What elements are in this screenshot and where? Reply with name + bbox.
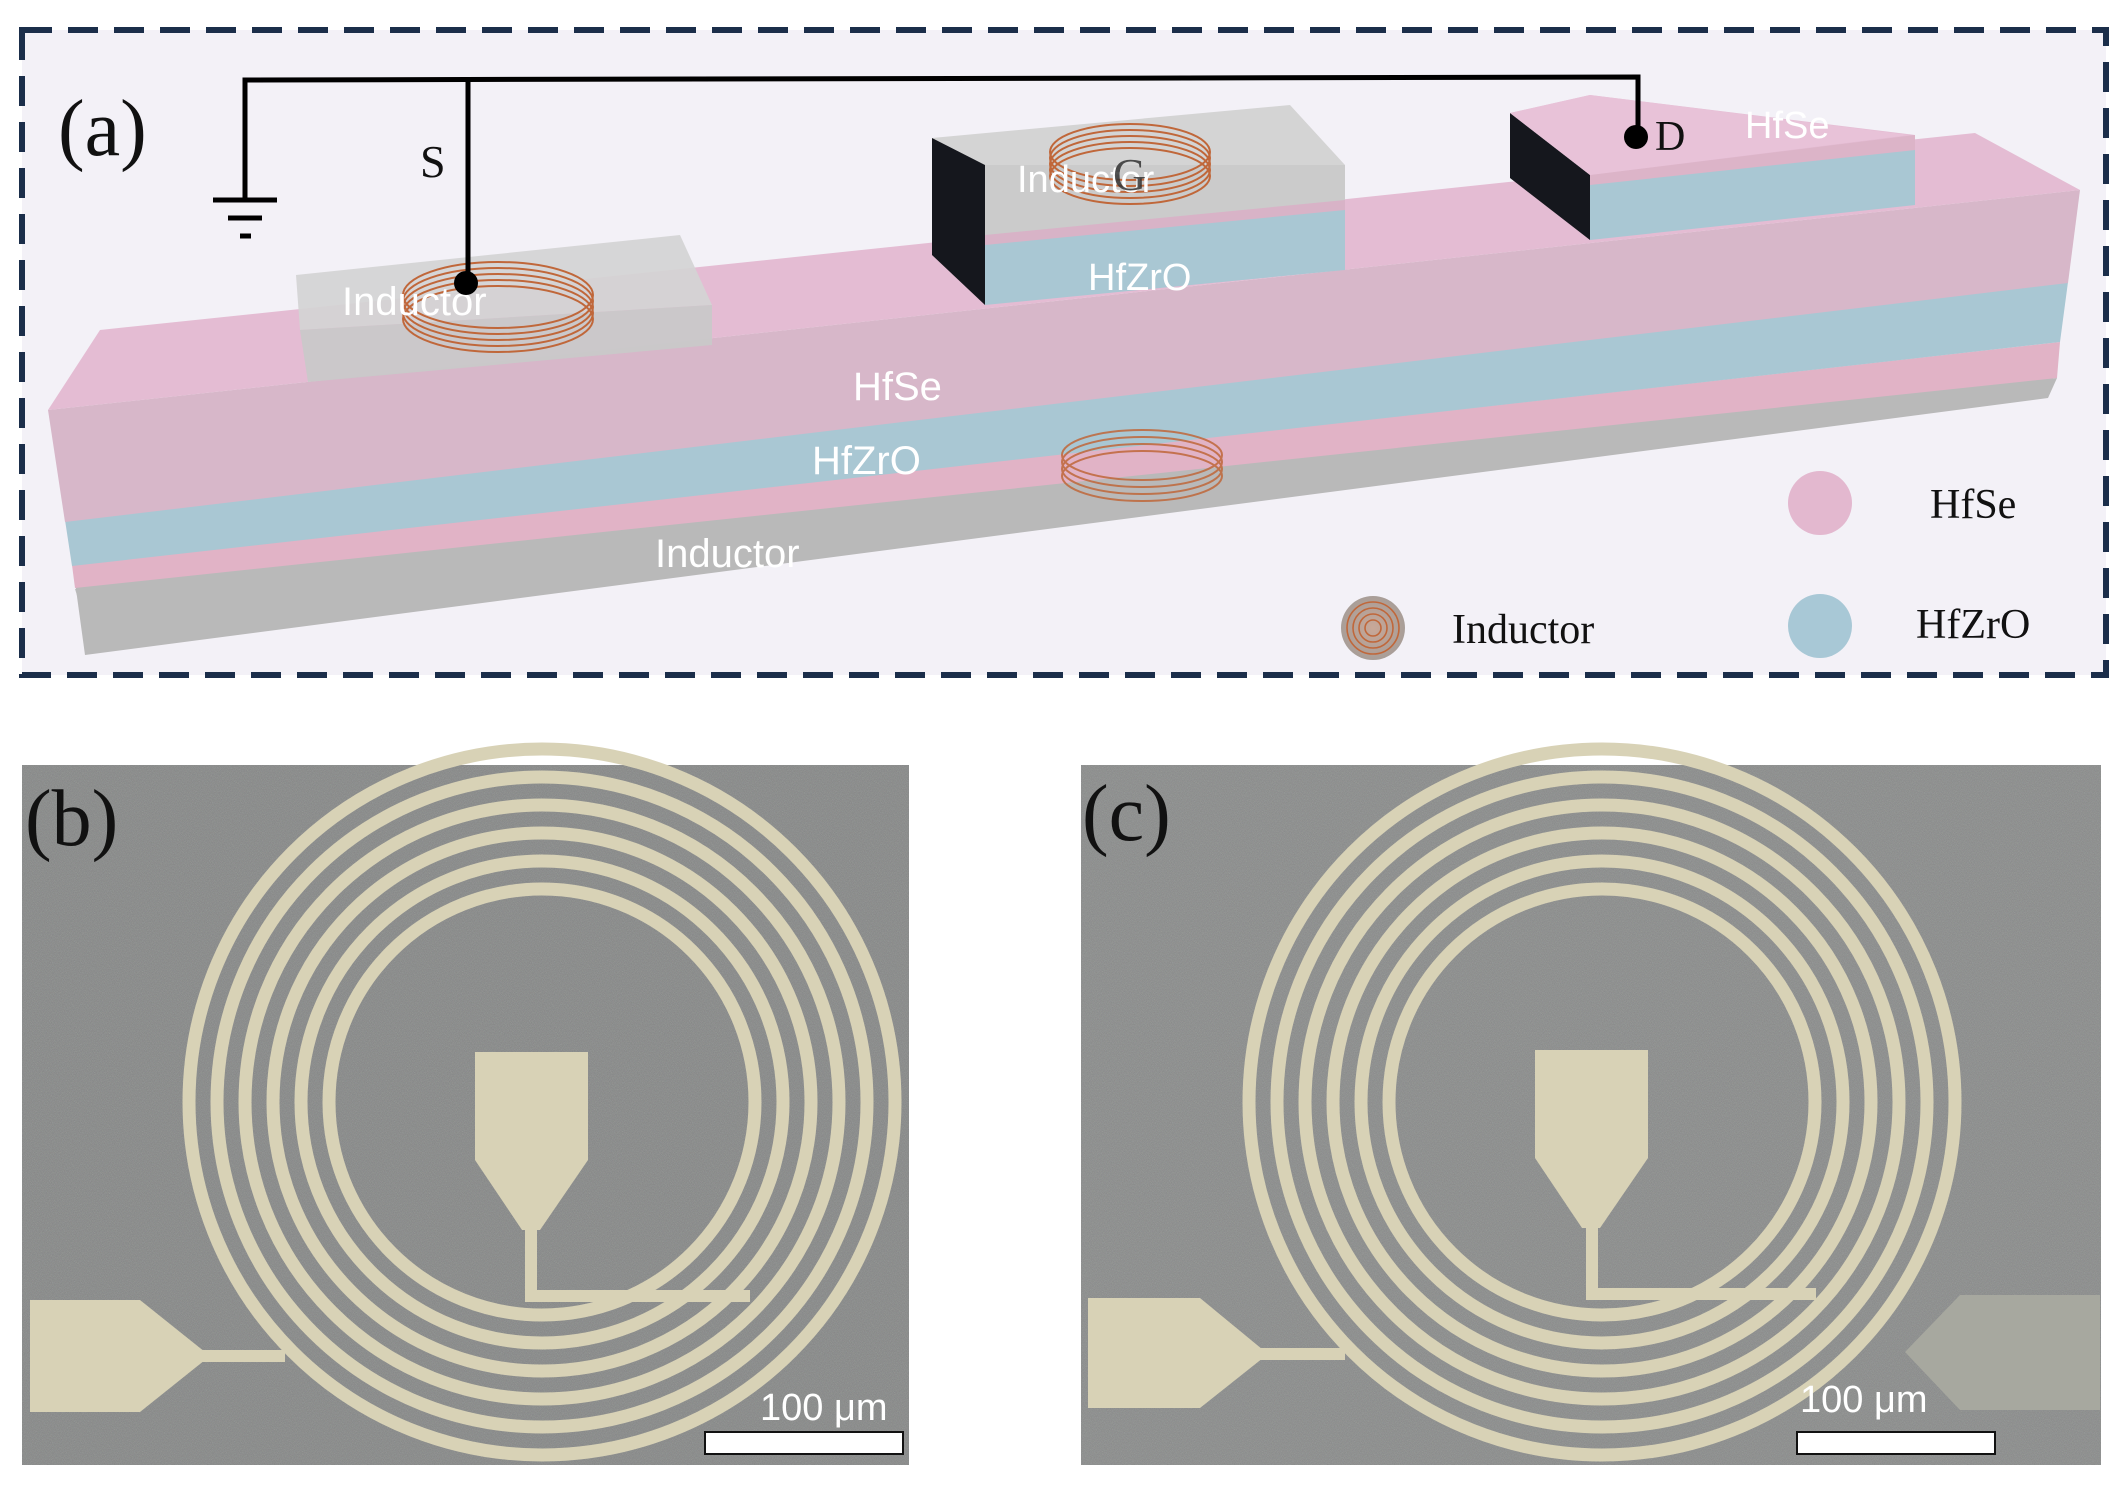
gate-side-black	[932, 138, 985, 305]
panel-c-left-pad	[1088, 1298, 1268, 1408]
legend-hfzro-swatch	[1788, 594, 1852, 658]
drain-step-hfzro	[1590, 150, 1915, 240]
source-block-top	[296, 235, 712, 330]
gate-inductor-label: Inductor	[1017, 159, 1155, 201]
panel-c-scale-bar	[1796, 1431, 1996, 1455]
panel-c: (c) 100 μm	[1081, 742, 2101, 1465]
panel-b-center-pad	[475, 1052, 588, 1230]
panel-b-inner-lead	[525, 1222, 537, 1300]
buried-coil-icon	[1061, 429, 1223, 502]
panel-c-inner-lead	[1586, 1220, 1598, 1300]
main-hfse-label: HfSe	[853, 365, 942, 409]
gate-coil-icon	[1049, 123, 1211, 205]
legend-inductor-swatch	[1341, 596, 1405, 660]
panel-a: (a) HfSe Inductor HfZrO	[19, 27, 2109, 678]
legend: HfSe Inductor HfZrO	[1341, 471, 2030, 660]
panel-b-label: (b)	[25, 775, 118, 863]
panel-b-outer-lead	[195, 1350, 285, 1362]
panel-b-scale-bar	[704, 1431, 904, 1455]
panel-c-spiral-coil	[1242, 742, 1962, 1462]
panel-a-label: (a)	[58, 85, 147, 173]
drain-top-face	[1510, 95, 1910, 175]
drain-contact-block	[1510, 113, 1590, 240]
legend-inductor-label: Inductor	[1452, 607, 1594, 653]
panel-c-inner-lead-h	[1586, 1288, 1816, 1300]
panel-b-spiral-coil	[182, 742, 902, 1462]
source-node	[454, 271, 478, 295]
main-hfzro-band	[65, 282, 2068, 566]
source-terminal-label: S	[420, 136, 446, 187]
drain-hfse-label: HfSe	[1745, 105, 1829, 147]
panel-b-scale-label: 100 μm	[760, 1387, 888, 1429]
panel-c-center-pad	[1535, 1050, 1648, 1228]
panel-b-left-pad	[30, 1300, 210, 1412]
source-block-front	[300, 305, 712, 382]
main-hfzro-label: HfZrO	[812, 439, 921, 483]
panel-b-inner-lead-h	[525, 1290, 750, 1302]
source-coil-icon	[402, 261, 594, 353]
legend-hfse-swatch	[1788, 471, 1852, 535]
legend-hfse-label: HfSe	[1930, 482, 2016, 528]
drain-node	[1624, 125, 1648, 149]
gate-inductor-front	[985, 165, 1345, 235]
circuit-wiring	[213, 74, 1641, 283]
panel-c-outer-lead	[1255, 1348, 1345, 1360]
legend-hfzro-label: HfZrO	[1916, 602, 2030, 648]
panel-c-right-pad	[1905, 1295, 2100, 1410]
main-substrate-front	[75, 378, 2057, 655]
panel-c-scale-label: 100 μm	[1800, 1379, 1928, 1421]
panel-a-dashed-frame	[19, 27, 2109, 678]
legend-inductor-coil-icon	[1346, 601, 1400, 655]
gate-inductor-top	[932, 105, 1345, 165]
panel-c-label: (c)	[1082, 770, 1171, 858]
gate-hfzro-label: HfZrO	[1088, 257, 1191, 299]
main-hfse-front	[48, 190, 2080, 522]
drain-terminal-label: D	[1655, 114, 1685, 160]
panel-b: (b) 100 μm	[22, 742, 909, 1465]
substrate-inductor-label: Inductor	[655, 532, 800, 576]
main-thin-hfse	[72, 342, 2060, 588]
gate-terminal-label: G	[1113, 149, 1146, 200]
